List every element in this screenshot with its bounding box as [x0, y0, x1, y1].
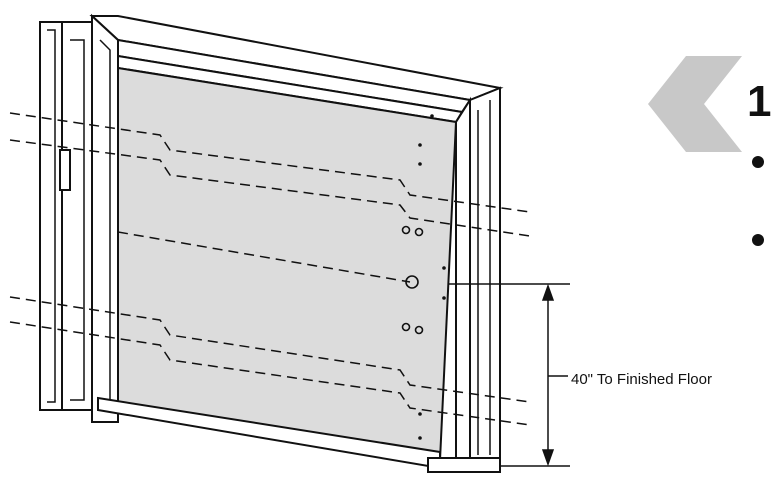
dimension-label: 40" To Finished Floor [571, 371, 712, 388]
dimension-callout [448, 283, 570, 467]
bullet-icon [752, 156, 764, 168]
frame-left-jamb [91, 13, 119, 423]
frame-right-jamb [427, 86, 501, 473]
step-number: 1 [747, 77, 772, 126]
frame-head [89, 15, 504, 124]
chevron-left-icon[interactable] [648, 56, 742, 152]
hinge-dots [418, 114, 446, 440]
frame-back-jamb [39, 21, 93, 411]
dashed-guide-lines [9, 112, 531, 426]
door-panel [117, 66, 458, 462]
bullet-icon [752, 234, 764, 246]
